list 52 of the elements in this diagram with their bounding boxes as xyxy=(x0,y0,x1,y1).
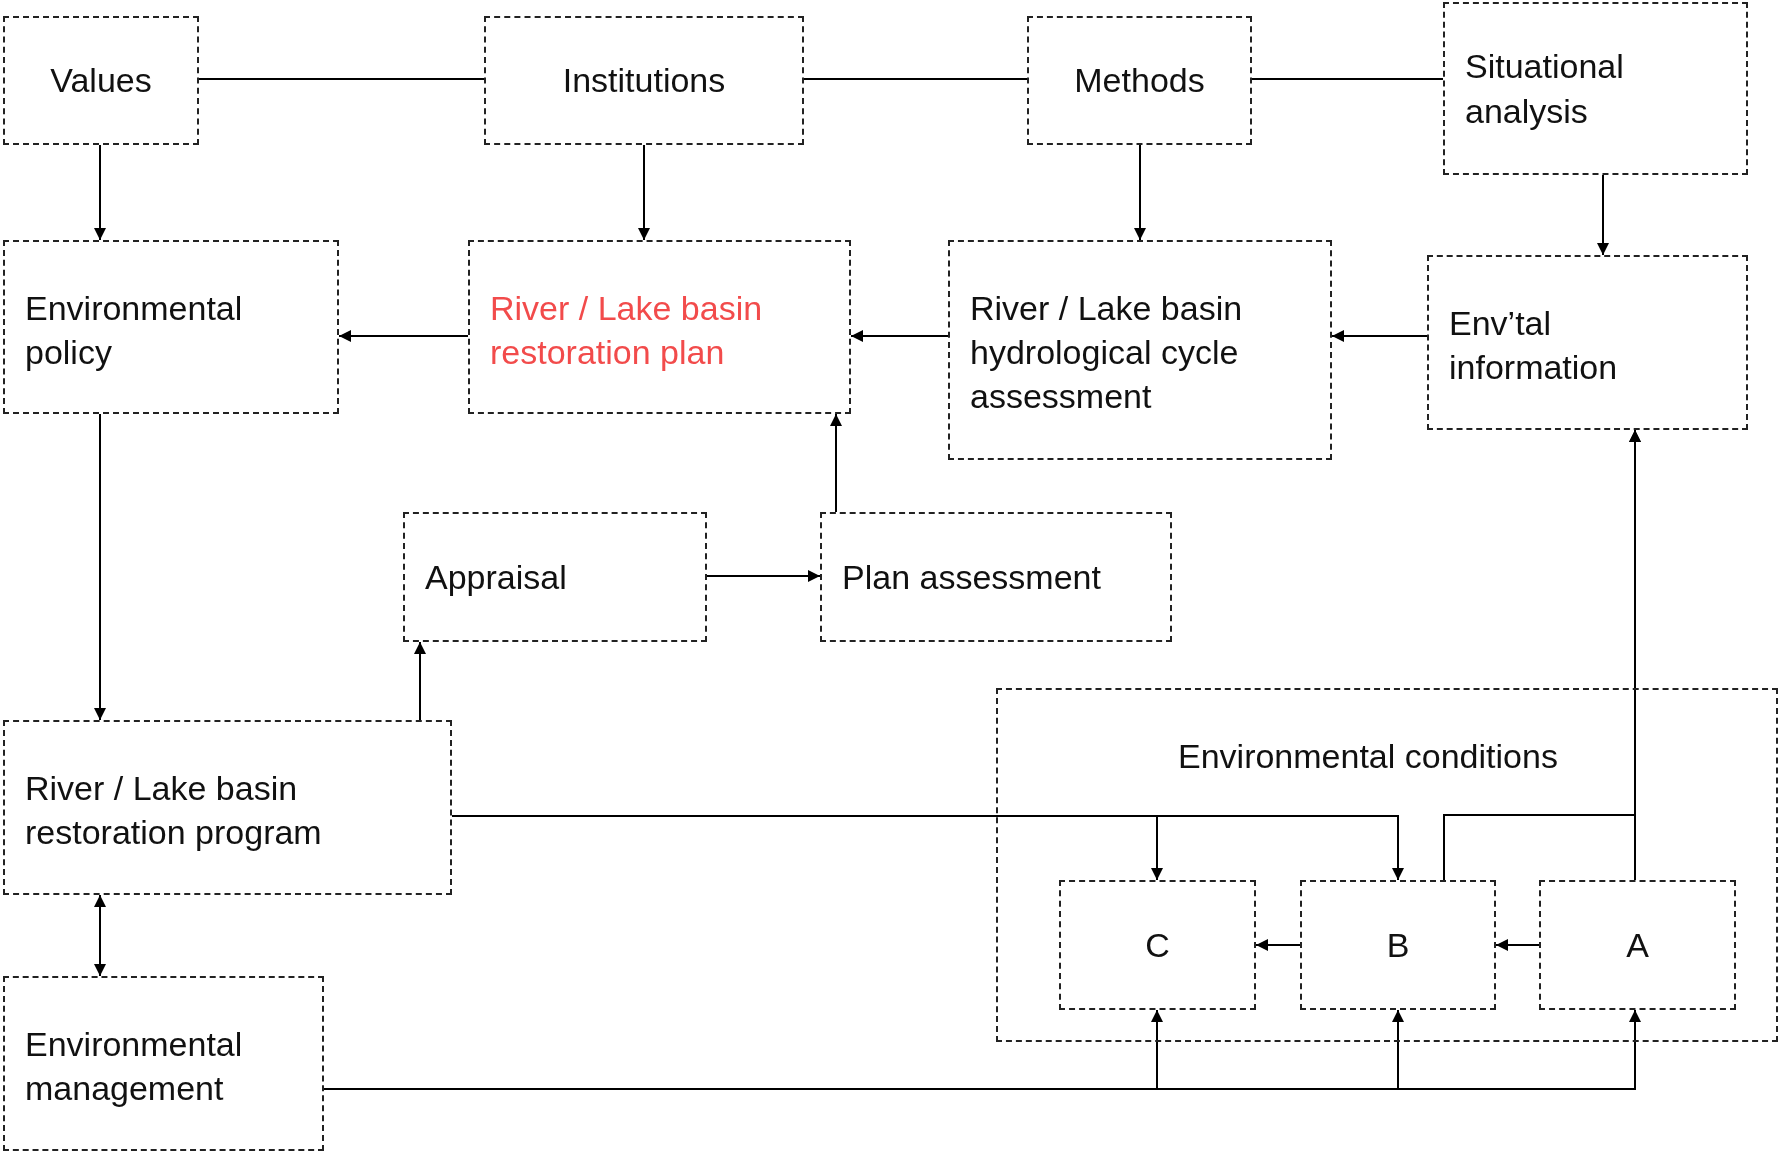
process-box xyxy=(3,720,452,895)
process-box xyxy=(403,512,707,642)
box-label: B xyxy=(1386,924,1410,966)
arrow xyxy=(850,330,949,342)
connector-line xyxy=(1251,78,1444,80)
arrow xyxy=(414,641,426,721)
process-box xyxy=(1539,880,1736,1010)
arrow xyxy=(94,144,106,241)
process-box xyxy=(1443,2,1748,175)
process-box xyxy=(1059,880,1256,1010)
box-label: Values xyxy=(50,60,152,102)
group-heading: Environmental conditions xyxy=(1177,736,1558,777)
arrow xyxy=(1495,939,1540,951)
box-label: River / Lake basin restoration program xyxy=(25,768,323,854)
box-label: Environmental management xyxy=(25,1024,244,1110)
group-box xyxy=(996,688,1778,1042)
box-label: River / Lake basin restoration plan xyxy=(490,288,764,374)
box-label: Institutions xyxy=(562,60,726,102)
arrow xyxy=(1134,144,1146,241)
connector-line xyxy=(803,78,1028,80)
process-box xyxy=(820,512,1172,642)
box-label: Env’tal information xyxy=(1449,303,1619,389)
box-label: Plan assessment xyxy=(842,556,1101,598)
arrow xyxy=(94,413,106,721)
box-label: Appraisal xyxy=(425,556,567,598)
process-box xyxy=(1427,255,1748,430)
arrow xyxy=(338,330,469,342)
process-box xyxy=(948,240,1332,460)
process-box xyxy=(468,240,851,414)
process-box xyxy=(484,16,804,145)
arrow xyxy=(1255,939,1301,951)
arrow xyxy=(94,894,106,977)
process-box xyxy=(1300,880,1496,1010)
process-box xyxy=(3,240,339,414)
arrow xyxy=(323,1009,1641,1090)
arrow xyxy=(1597,174,1609,256)
arrow xyxy=(1629,429,1641,881)
box-label: Situational analysis xyxy=(1465,46,1625,132)
process-box xyxy=(1027,16,1252,145)
box-label: Methods xyxy=(1074,60,1205,102)
arrow xyxy=(706,570,821,582)
process-box xyxy=(3,976,324,1151)
box-label: A xyxy=(1626,924,1649,966)
box-label: C xyxy=(1145,924,1170,966)
connector-line xyxy=(198,78,485,80)
arrow xyxy=(1331,330,1428,342)
arrow xyxy=(830,413,842,513)
arrow xyxy=(451,815,1404,881)
process-box xyxy=(3,16,199,145)
box-label: River / Lake basin hydrological cycle assessment xyxy=(970,288,1244,418)
arrow xyxy=(638,144,650,241)
box-label: Environmental policy xyxy=(25,288,244,374)
